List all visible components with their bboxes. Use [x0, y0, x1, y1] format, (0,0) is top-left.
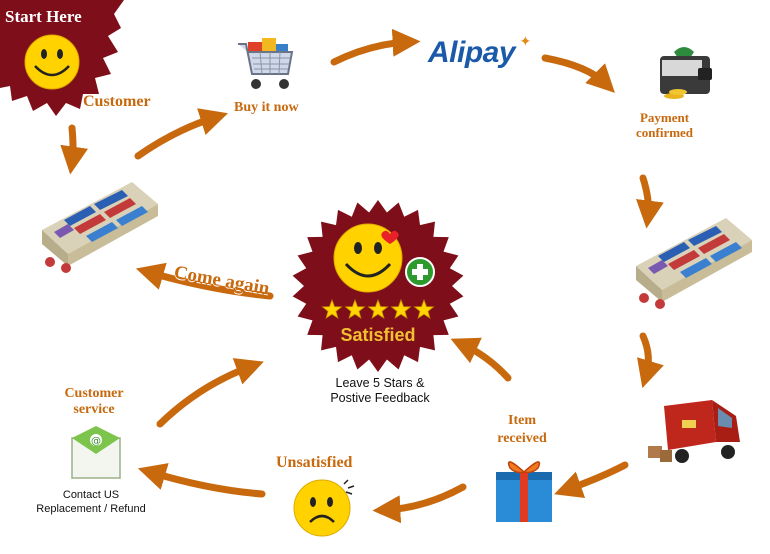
payment-label-line2: confirmed — [636, 125, 694, 140]
star-icon — [413, 298, 435, 320]
svg-text:@: @ — [91, 436, 101, 447]
arrow-gift-to-unsatisfied — [372, 483, 467, 524]
start-here-text: Start Here — [5, 7, 82, 26]
feedback-caption: Leave 5 Stars & Postive Feedback — [318, 376, 442, 406]
five-stars-rating — [321, 298, 435, 320]
contact-text: Contact US Replacement / Refund — [26, 488, 156, 516]
customer-service-line2: service — [73, 402, 115, 417]
smiley-icon-center — [333, 223, 403, 293]
warehouse-icon — [42, 182, 158, 273]
item-received-line1: Item — [508, 413, 536, 428]
satisfied-badge: Satisfied — [292, 200, 464, 372]
buy-it-now-label: Buy it now — [234, 100, 299, 115]
star-icon — [321, 298, 343, 320]
arrow-warehouse-to-truck — [637, 332, 664, 389]
star-icon — [390, 298, 412, 320]
star-icon — [344, 298, 366, 320]
smiley-icon — [24, 34, 80, 90]
payment-label-line1: Payment — [639, 110, 690, 125]
item-received-line2: received — [497, 431, 547, 446]
contact-line1: Contact US — [62, 489, 120, 501]
caption-line2: Postive Feedback — [330, 391, 430, 405]
arrow-warehouse-to-buy — [134, 108, 229, 160]
arrow-satisfied-to-warehouse — [135, 262, 274, 300]
contact-line2: Replacement / Refund — [36, 503, 146, 515]
heart-icon — [381, 230, 399, 244]
wallet-icon — [660, 47, 712, 99]
arrow-gift-to-satisfied — [450, 337, 512, 382]
item-received-label: Item received — [490, 412, 554, 448]
arrow-alipay-to-payment — [541, 54, 615, 93]
arrow-customer-to-warehouse — [60, 124, 89, 175]
customer-label: Customer — [83, 93, 151, 110]
shopping-cart-icon — [238, 38, 294, 89]
delivery-truck-icon — [648, 400, 740, 463]
arrow-buy-to-alipay — [330, 28, 421, 66]
alipay-spark-icon: ✦ — [519, 33, 532, 49]
arrow-truck-to-gift — [554, 461, 629, 499]
warehouse-icon-right — [636, 218, 752, 309]
sad-face-icon — [293, 479, 355, 537]
payment-confirmed-label: Payment confirmed — [636, 110, 693, 140]
plus-icon — [405, 257, 435, 287]
satisfied-text: Satisfied — [340, 325, 415, 345]
start-here-badge: Start Here — [0, 0, 124, 116]
alipay-text: Alipay — [428, 36, 516, 69]
caption-line1: Leave 5 Stars & — [335, 376, 425, 390]
arrow-payment-to-warehouse — [636, 174, 664, 229]
envelope-icon: @ — [71, 426, 121, 479]
unsatisfied-label: Unsatisfied — [276, 454, 353, 471]
customer-service-label: Customer service — [58, 386, 130, 418]
arrow-unsatisfied-to-service — [137, 463, 266, 498]
star-icon — [367, 298, 389, 320]
gift-box-icon — [496, 461, 552, 522]
customer-service-line1: Customer — [64, 386, 124, 401]
arrow-service-to-satisfied — [156, 358, 264, 428]
alipay-logo: Alipay ✦ — [428, 33, 532, 70]
